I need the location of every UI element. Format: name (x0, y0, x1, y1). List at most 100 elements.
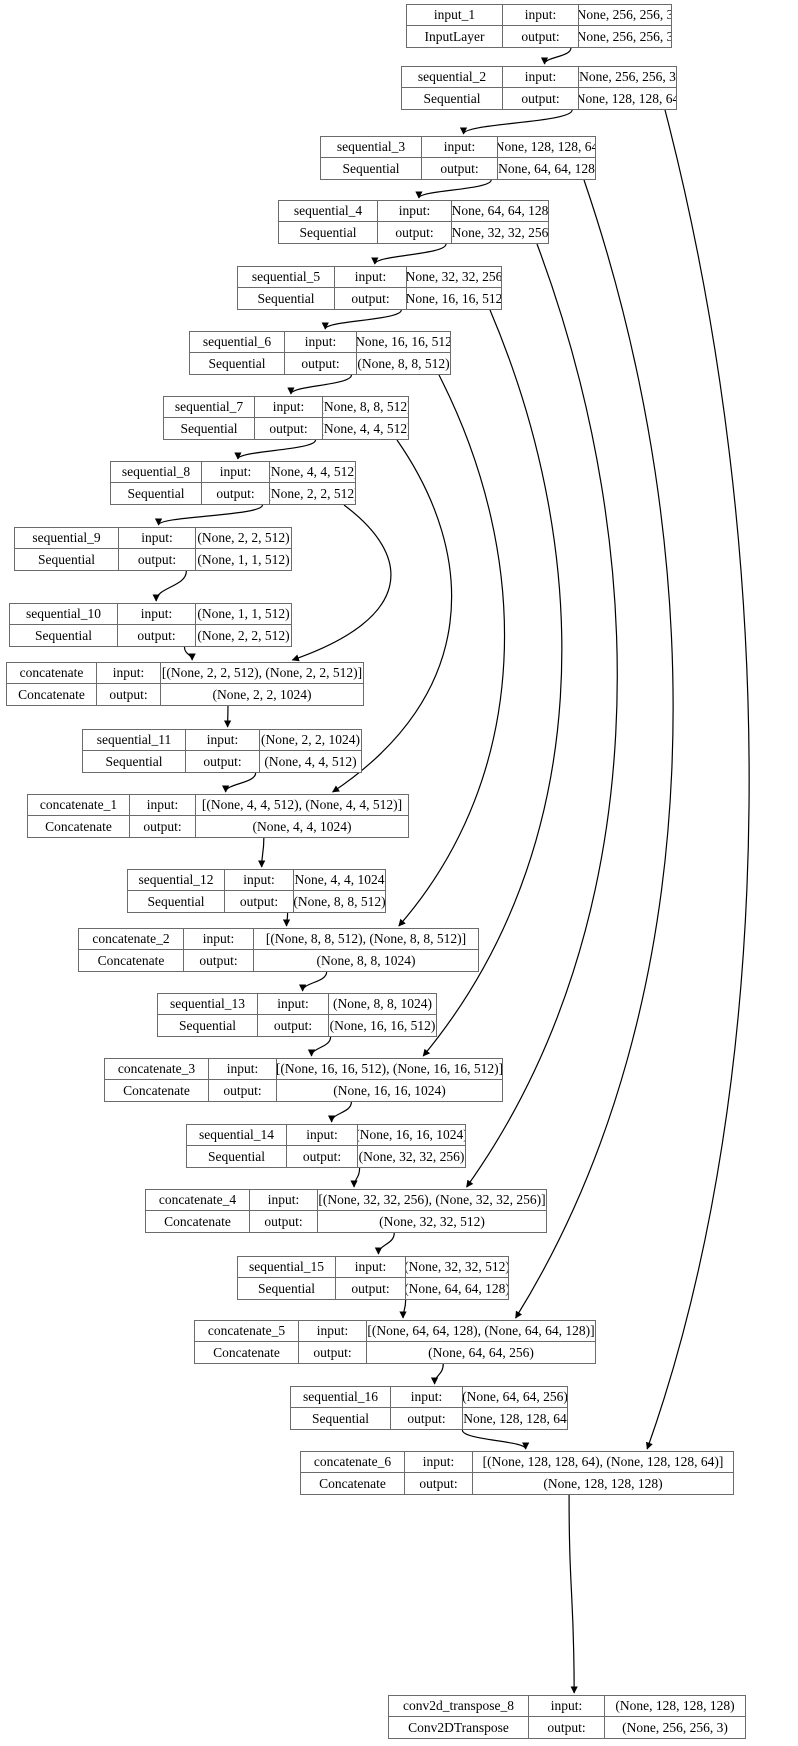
output-shape: (None, 4, 4, 1024) (252, 818, 352, 834)
layer-class: Sequential (158, 1015, 258, 1036)
layer-name: sequential_5 (238, 267, 335, 287)
output-shape: (None, 1, 1, 512) (197, 551, 290, 567)
output-shape: (None, 128, 128, 128) (543, 1475, 663, 1491)
layer-class: Sequential (128, 891, 225, 912)
layer-class: Concatenate (7, 684, 97, 705)
output-label: output: (378, 222, 452, 243)
output-shape: (None, 32, 32, 256) (452, 224, 548, 240)
layer-name: concatenate (7, 663, 97, 683)
input-label: input: (405, 1452, 473, 1472)
layer-name: sequential_12 (128, 870, 225, 890)
input-shape: [(None, 64, 64, 128), (None, 64, 64, 128… (367, 1323, 595, 1339)
edge-sequential_6-to-sequential_7 (287, 374, 353, 395)
layer-name: concatenate_3 (105, 1059, 209, 1079)
input-shape: (None, 4, 4, 512) (270, 464, 355, 480)
output-label: output: (250, 1211, 318, 1232)
output-label: output: (118, 625, 196, 646)
edge-concatenate_5-to-sequential_16 (430, 1363, 444, 1385)
output-label: output: (336, 1278, 406, 1299)
layer-class: Concatenate (195, 1342, 299, 1363)
output-label: output: (299, 1342, 367, 1363)
output-label: output: (405, 1473, 473, 1494)
output-label: output: (209, 1080, 277, 1101)
layer-class: Sequential (321, 158, 422, 179)
output-shape: (None, 16, 16, 1024) (333, 1082, 446, 1098)
input-shape: (None, 8, 8, 1024) (333, 996, 432, 1012)
edge-sequential_4-to-concatenate_4 (466, 243, 618, 1188)
edge-sequential_3-to-concatenate_5 (515, 179, 674, 1319)
output-label: output: (184, 950, 254, 971)
output-label: output: (130, 816, 196, 837)
edge-concatenate_2-to-sequential_13 (299, 971, 328, 992)
output-label: output: (287, 1146, 358, 1167)
input-label: input: (119, 528, 196, 548)
output-shape: (None, 256, 256, 3) (622, 1719, 728, 1735)
output-label: output: (422, 158, 498, 179)
output-shape: (None, 8, 8, 512) (357, 355, 450, 371)
input-label: input: (97, 663, 161, 683)
edge-sequential_2-to-concatenate_6 (645, 109, 750, 1450)
input-shape: (None, 1, 1, 512) (197, 606, 290, 622)
layer-name: concatenate_4 (146, 1190, 250, 1210)
output-label: output: (529, 1717, 605, 1738)
layer-class: Sequential (238, 288, 335, 309)
input-label: input: (422, 137, 498, 157)
edge-sequential_5-to-sequential_6 (321, 309, 402, 330)
input-label: input: (258, 994, 329, 1014)
output-shape: (None, 32, 32, 256) (358, 1148, 465, 1164)
layer-name: sequential_8 (111, 462, 202, 482)
edge-sequential_8-to-concatenate (291, 504, 392, 662)
output-label: output: (202, 483, 270, 504)
input-shape: (None, 2, 2, 1024) (261, 732, 360, 748)
input-label: input: (255, 397, 323, 417)
output-shape: (None, 64, 64, 256) (428, 1344, 534, 1360)
input-shape: [(None, 32, 32, 256), (None, 32, 32, 256… (318, 1192, 546, 1208)
layer-class: Sequential (164, 418, 255, 439)
layer-name: sequential_3 (321, 137, 422, 157)
output-label: output: (258, 1015, 329, 1036)
output-shape: (None, 4, 4, 512) (264, 753, 357, 769)
